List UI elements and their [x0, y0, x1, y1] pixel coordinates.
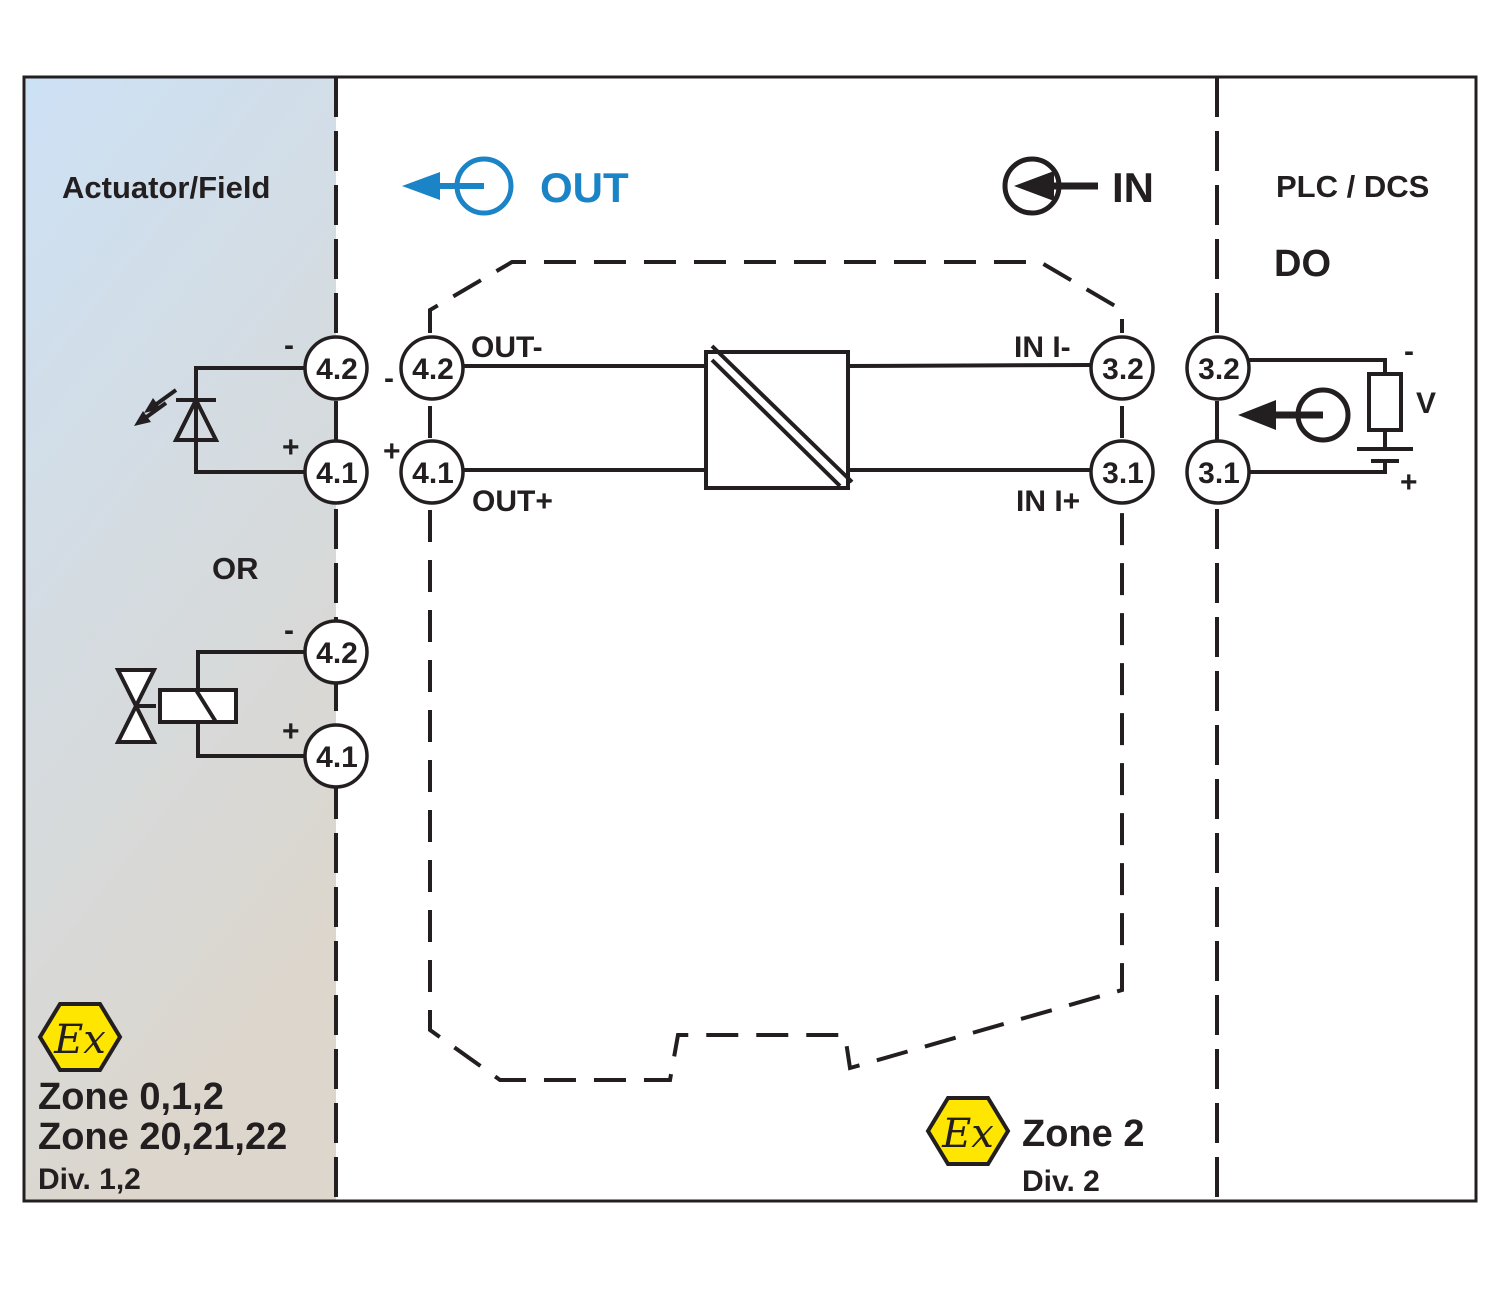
solenoid-valve-actuator [114, 650, 305, 758]
ex-hazard-icon-field: Ex [37, 1002, 123, 1072]
svg-text:3.2: 3.2 [1198, 353, 1240, 386]
svg-text:4.2: 4.2 [412, 353, 454, 386]
terminal-field-4-1: 4.1 [303, 439, 369, 505]
svg-text:4.1: 4.1 [316, 457, 358, 490]
module-minus-sign: - [384, 362, 394, 395]
out-direction-icon [402, 156, 514, 216]
valve-minus-sign: - [284, 614, 294, 647]
terminal-plc-3-2: 3.2 [1185, 335, 1251, 401]
out-plus-label: OUT+ [472, 485, 553, 518]
ex-hazard-icon-module: Ex [925, 1096, 1011, 1166]
terminal-valve-4-1: 4.1 [303, 723, 369, 789]
field-div: Div. 1,2 [38, 1163, 141, 1196]
led-minus-sign: - [284, 329, 294, 362]
svg-text:Ex: Ex [941, 1111, 994, 1157]
field-title: Actuator/Field [62, 170, 270, 205]
svg-text:3.1: 3.1 [1102, 457, 1144, 490]
isolator-block [704, 344, 854, 490]
in-heading: IN [1112, 164, 1154, 211]
led-diode-icon [172, 395, 220, 442]
svg-text:4.1: 4.1 [412, 457, 454, 490]
terminal-module-3-1: 3.1 [1089, 439, 1155, 505]
terminal-valve-4-2: 4.2 [303, 619, 369, 685]
terminal-module-3-2: 3.2 [1089, 335, 1155, 401]
or-label: OR [212, 551, 259, 586]
terminal-module-4-1: 4.1 [399, 439, 465, 505]
out-minus-label: OUT- [471, 331, 543, 364]
in-direction-icon [1002, 156, 1098, 216]
svg-text:Ex: Ex [53, 1017, 106, 1063]
svg-text:3.1: 3.1 [1198, 457, 1240, 490]
terminal-plc-3-1: 3.1 [1185, 439, 1251, 505]
field-zone-line2: Zone 20,21,22 [38, 1116, 287, 1158]
plc-title: PLC / DCS [1276, 169, 1429, 204]
valve-plus-sign: + [282, 715, 300, 748]
svg-text:4.2: 4.2 [316, 637, 358, 670]
plc-minus-sign: - [1404, 335, 1414, 368]
led-plus-sign: + [282, 431, 300, 464]
out-heading: OUT [540, 164, 629, 211]
svg-text:3.2: 3.2 [1102, 353, 1144, 386]
module-div: Div. 2 [1022, 1165, 1100, 1198]
in-minus-label: IN I- [1014, 331, 1071, 364]
field-zone-line1: Zone 0,1,2 [38, 1076, 224, 1118]
led-actuator [134, 366, 305, 474]
module-housing-outline [428, 260, 1124, 1082]
do-direction-icon [1238, 387, 1351, 443]
module-zone: Zone 2 [1022, 1113, 1144, 1155]
terminal-field-4-2: 4.2 [303, 335, 369, 401]
light-emission-icon [134, 388, 178, 426]
load-resistor-icon [1367, 372, 1403, 432]
in-plus-label: IN I+ [1016, 485, 1080, 518]
terminal-module-4-2: 4.2 [399, 335, 465, 401]
plc-subtitle: DO [1274, 243, 1331, 285]
voltage-label: V [1416, 387, 1436, 420]
plc-plus-sign: + [1400, 466, 1418, 499]
diagram-frame [22, 75, 1478, 1203]
valve-icon [114, 668, 158, 744]
module-plus-sign: + [383, 435, 401, 468]
plc-digital-output-source [1238, 358, 1413, 474]
svg-text:4.1: 4.1 [316, 741, 358, 774]
svg-text:4.2: 4.2 [316, 353, 358, 386]
